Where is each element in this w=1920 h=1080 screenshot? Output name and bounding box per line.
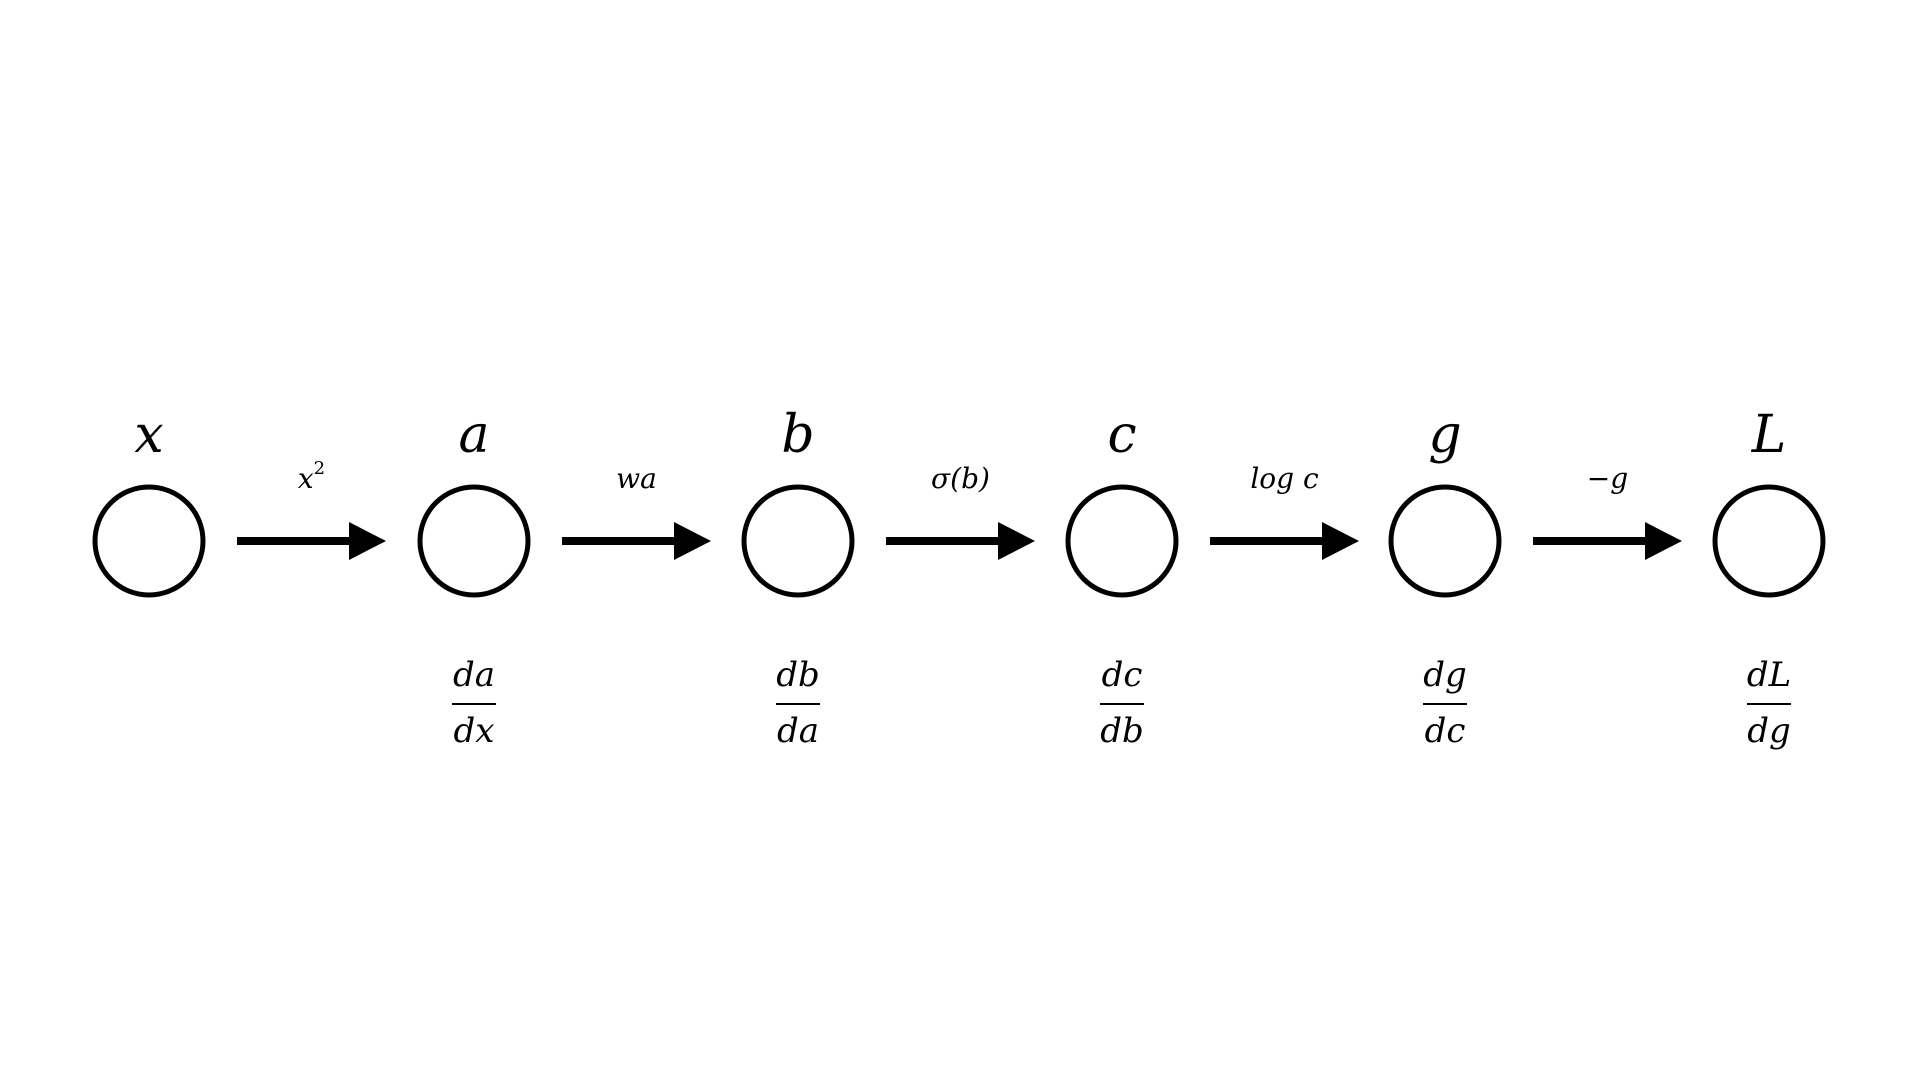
arrow-head <box>998 522 1035 560</box>
node-x: x <box>92 405 206 598</box>
edge-arrow: x2 <box>237 458 386 560</box>
node-L: LdL dg <box>1712 405 1826 751</box>
derivative-denominator: dg <box>1747 711 1791 751</box>
node-circle <box>741 484 855 598</box>
edge-arrow: log c <box>1210 462 1359 560</box>
node-label: g <box>1428 405 1461 465</box>
derivative-numerator: dg <box>1423 655 1467 695</box>
edge-arrow: wa <box>562 462 711 560</box>
derivative-fraction: db da <box>776 655 820 751</box>
derivative-numerator: db <box>776 655 820 695</box>
edge-label: x2 <box>298 458 325 495</box>
derivative-fraction: dc db <box>1100 655 1144 751</box>
node-circle <box>1065 484 1179 598</box>
edge-label: wa <box>616 462 657 495</box>
arrow-head <box>1645 522 1682 560</box>
node-g: g dg dc <box>1388 405 1502 751</box>
node-label: c <box>1107 405 1136 465</box>
node-label: L <box>1751 405 1787 465</box>
arrow-head <box>674 522 711 560</box>
arrow-head <box>1322 522 1359 560</box>
arrow-head <box>349 522 386 560</box>
edge-arrow: −g <box>1533 462 1682 560</box>
derivative-denominator: dx <box>454 711 495 751</box>
derivative-denominator: db <box>1100 711 1144 751</box>
node-label: a <box>458 405 489 465</box>
node-c: c dc db <box>1065 405 1179 751</box>
node-circle <box>92 484 206 598</box>
derivative-numerator: dc <box>1102 655 1143 695</box>
derivative-fraction: dL dg <box>1747 655 1791 751</box>
node-circle <box>417 484 531 598</box>
node-label: x <box>134 405 163 465</box>
derivative-denominator: da <box>777 711 819 751</box>
edge-label: log c <box>1250 462 1319 495</box>
node-b: b db da <box>741 405 855 751</box>
edge-label-superscript: 2 <box>314 458 325 479</box>
derivative-fraction: dg dc <box>1423 655 1467 751</box>
derivative-fraction: da dx <box>452 655 496 751</box>
edge-label: σ(b) <box>931 462 990 495</box>
node-a: a da dx <box>417 405 531 751</box>
node-circle <box>1388 484 1502 598</box>
node-label: b <box>781 405 814 465</box>
derivative-numerator: da <box>453 655 495 695</box>
derivative-denominator: dc <box>1425 711 1466 751</box>
edge-label: −g <box>1587 462 1628 495</box>
edge-arrow: σ(b) <box>886 462 1035 560</box>
node-circle <box>1712 484 1826 598</box>
derivative-numerator: dL <box>1747 655 1791 695</box>
